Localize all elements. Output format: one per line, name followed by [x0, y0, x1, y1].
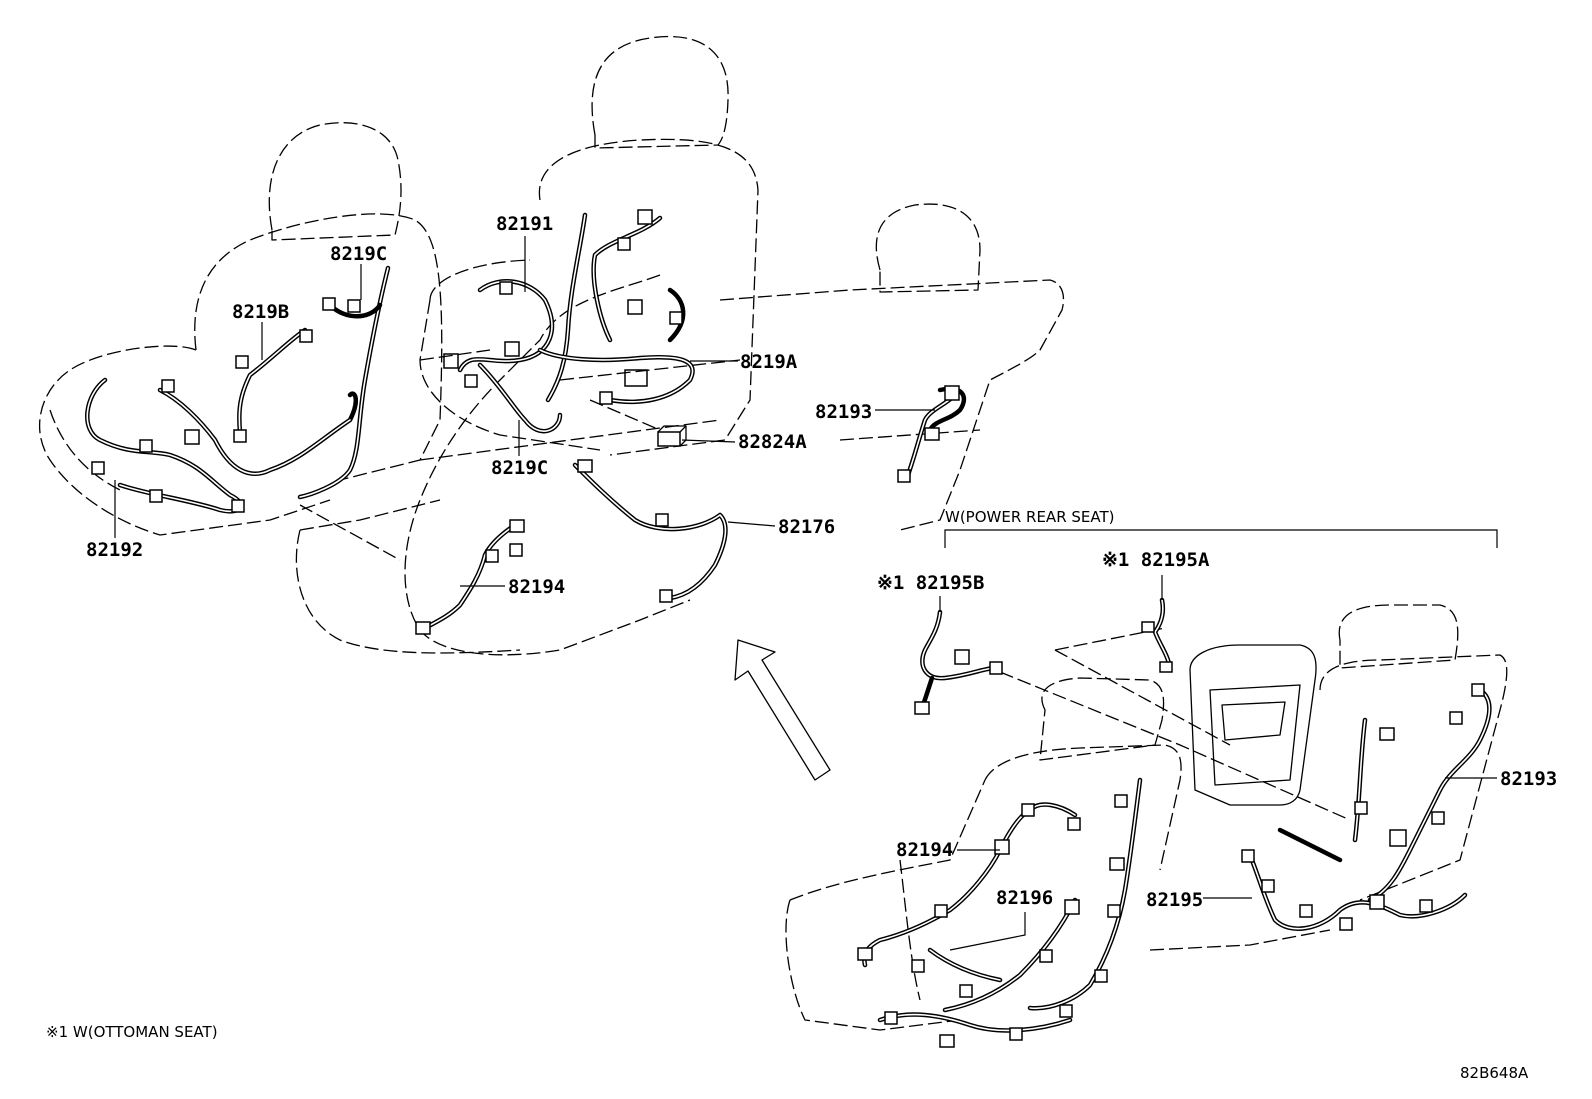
harness-82192: [85, 377, 358, 514]
label-82191: 82191: [496, 213, 553, 235]
label-8219C-mid: 8219C: [491, 457, 548, 479]
harness-82193-bottom: [1352, 683, 1492, 903]
label-8219B: 8219B: [232, 301, 289, 323]
label-8219C-top: 8219C: [330, 243, 387, 265]
label-82192: 82192: [86, 539, 143, 561]
harness-82195A: [1141, 597, 1173, 673]
label-82195B: ※1 82195B: [877, 572, 984, 594]
harness-82193-top: [897, 385, 967, 483]
harness-8219B: [233, 327, 313, 443]
harness-8219C-mid: [464, 362, 563, 434]
view-arrow-icon: [734, 639, 831, 781]
harness-82196: [877, 777, 1143, 1048]
power-rear-seat-bracket: [944, 529, 1498, 548]
leader-lines: [114, 236, 1497, 951]
power-rear-seat-outline: [785, 604, 1508, 1031]
figure-code: 82B648A: [1460, 1064, 1529, 1082]
guide-lines-bottom: [999, 627, 1351, 821]
label-82194-top: 82194: [508, 576, 565, 598]
label-82193-bottom: 82193: [1500, 768, 1557, 790]
harness-82176: [572, 459, 728, 603]
harness-8219A: [537, 287, 695, 405]
label-82195A: ※1 82195A: [1102, 549, 1210, 571]
label-8219A: 8219A: [740, 351, 798, 373]
label-82176: 82176: [778, 516, 835, 538]
harness-82191: [443, 209, 663, 403]
label-82194-bottom: 82194: [896, 839, 953, 861]
harness-82195: [1241, 827, 1468, 931]
power-rear-seat-note: W(POWER REAR SEAT): [945, 508, 1115, 526]
connector-82824A: [657, 425, 687, 447]
label-82195: 82195: [1146, 889, 1203, 911]
label-82193-top: 82193: [815, 401, 872, 423]
guide-lines-top: [299, 349, 741, 561]
harness-82194-top: [415, 519, 525, 635]
label-82196: 82196: [996, 887, 1053, 909]
front-left-seat-outline: [38, 122, 443, 536]
label-82824A: 82824A: [738, 431, 807, 453]
harness-82194-bottom: [857, 802, 1081, 968]
rear-bench-seat-outline: [295, 203, 1065, 656]
front-right-seat-outline: [419, 36, 759, 456]
harness-82195B: [914, 609, 1003, 715]
harness-8219C-top: [297, 265, 391, 500]
ottoman-seat-footnote: ※1 W(OTTOMAN SEAT): [46, 1023, 218, 1041]
